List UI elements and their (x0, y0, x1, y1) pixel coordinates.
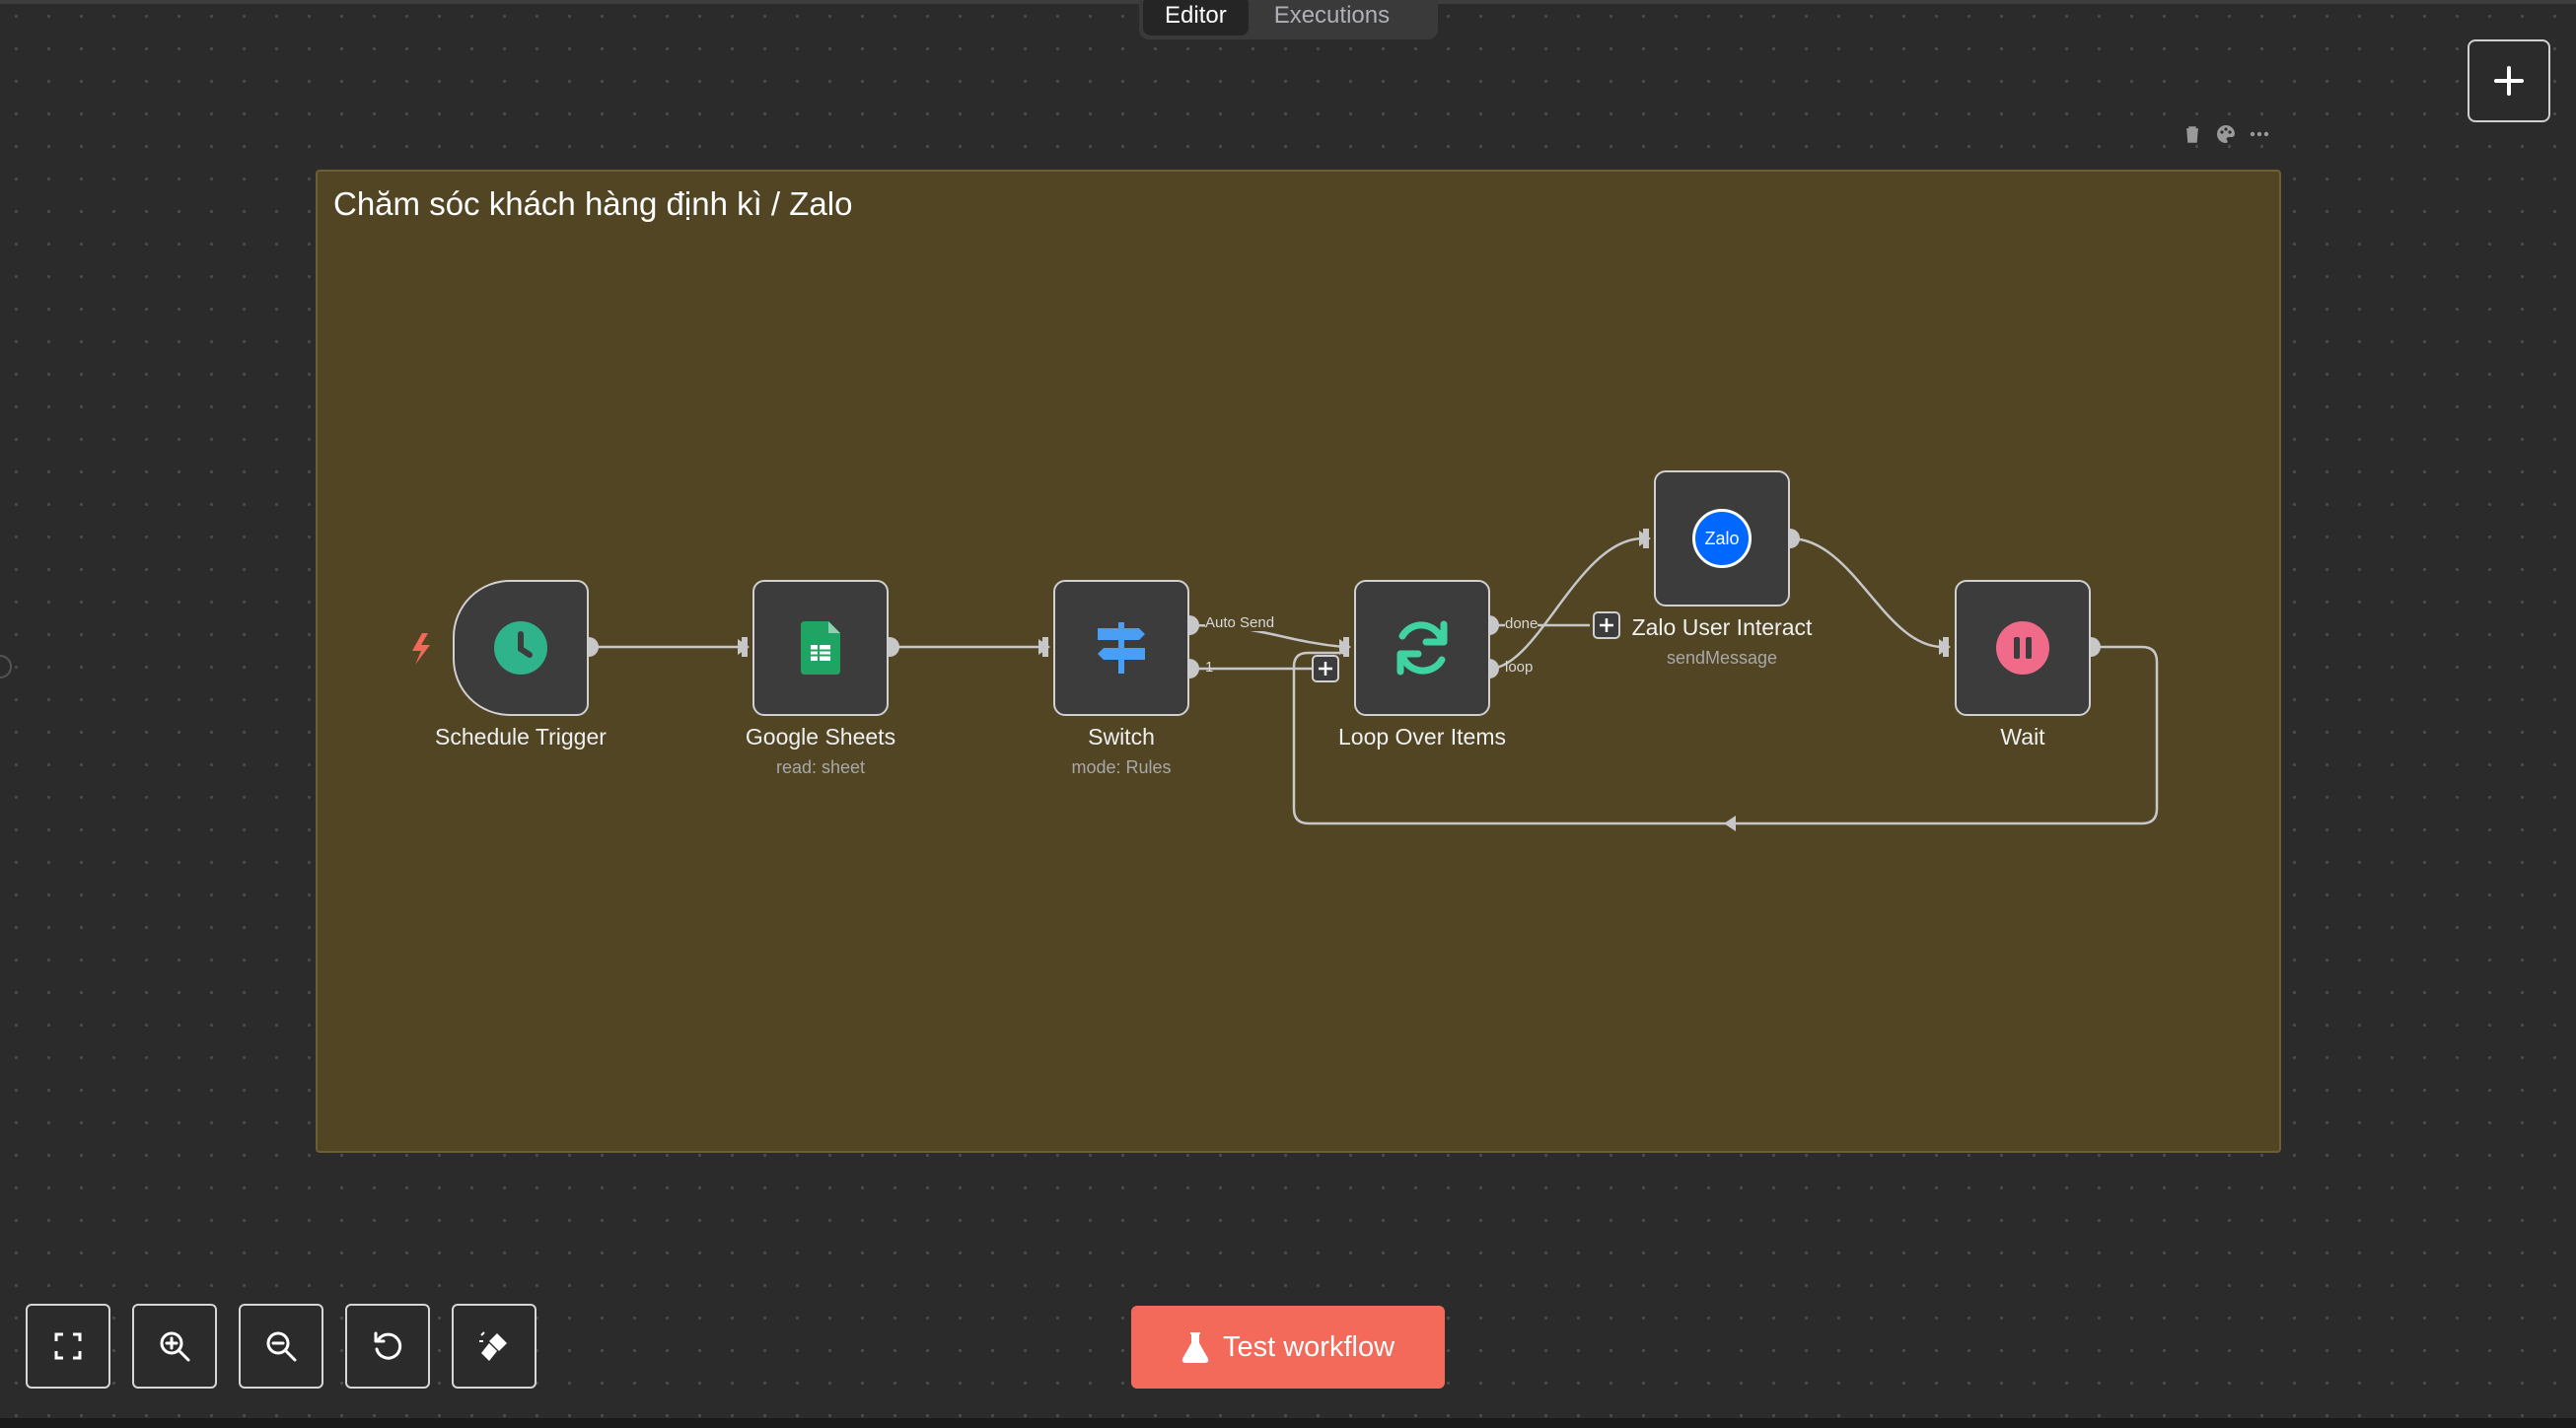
view-tabs: Editor Executions (1139, 0, 1438, 39)
bottom-edge (0, 1418, 2576, 1428)
tidy-up-icon (479, 1331, 507, 1361)
zoom-out-icon (266, 1331, 297, 1362)
node-label-schedule: Schedule Trigger (435, 724, 607, 750)
tab-executions[interactable]: Executions (1273, 2, 1391, 29)
connection-zalo-wait (1789, 536, 1944, 649)
sticky-toolbar (2182, 122, 2270, 146)
zoom-in-icon (160, 1331, 190, 1362)
zoom-in-button[interactable] (132, 1304, 217, 1389)
add-after-switch-1[interactable] (1312, 655, 1339, 682)
add-node-button[interactable] (2468, 39, 2550, 122)
tidy-up-button[interactable] (452, 1304, 537, 1389)
plus-icon (2494, 66, 2524, 96)
signpost-icon (1098, 622, 1145, 674)
fit-view-icon (54, 1332, 82, 1360)
node-label-wait: Wait (2000, 724, 2045, 750)
sticky-note[interactable]: Chăm sóc khách hàng định kì / Zalo (316, 170, 2281, 1153)
node-loop-over-items[interactable] (1354, 580, 1490, 716)
test-workflow-button[interactable]: Test workflow (1131, 1306, 1445, 1389)
node-label-sheets: Google Sheets (745, 724, 896, 750)
connection-loop-zalo (1488, 536, 1644, 671)
handle-label-auto-send: Auto Send (1205, 614, 1275, 631)
clock-icon (494, 621, 547, 675)
zalo-icon-text: Zalo (1704, 528, 1740, 548)
google-sheets-icon (801, 621, 840, 675)
trash-icon[interactable] (2182, 122, 2203, 146)
node-subtitle-switch: mode: Rules (1071, 757, 1172, 777)
sticky-title: Chăm sóc khách hàng định kì / Zalo (333, 185, 853, 222)
refresh-icon (1396, 620, 1448, 676)
add-after-loop-done[interactable] (1593, 611, 1620, 639)
node-zalo-user-interact[interactable]: Zalo (1654, 470, 1790, 607)
handle-label-done: done (1505, 615, 1538, 632)
pause-icon (1996, 621, 2049, 675)
node-google-sheets[interactable] (752, 580, 889, 716)
node-schedule-trigger[interactable] (453, 580, 589, 716)
trigger-bolt-icon (412, 633, 430, 665)
node-label-zalo: Zalo User Interact (1631, 614, 1813, 640)
zoom-out-button[interactable] (239, 1304, 323, 1389)
reset-zoom-button[interactable] (345, 1304, 430, 1389)
ellipsis-icon[interactable] (2249, 122, 2270, 146)
fit-view-button[interactable] (26, 1304, 110, 1389)
node-wait[interactable] (1955, 580, 2091, 716)
zalo-icon: Zalo (1692, 509, 1752, 568)
tab-editor[interactable]: Editor (1143, 0, 1249, 36)
reset-zoom-icon (374, 1331, 402, 1360)
test-workflow-label: Test workflow (1222, 1330, 1395, 1363)
handle-label-1: 1 (1205, 659, 1214, 676)
node-subtitle-sheets: read: sheet (775, 757, 866, 777)
node-label-loop: Loop Over Items (1337, 724, 1507, 750)
flask-icon (1181, 1332, 1209, 1363)
handle-label-loop: loop (1505, 659, 1534, 676)
node-label-switch: Switch (1088, 724, 1155, 750)
node-subtitle-zalo: sendMessage (1666, 648, 1778, 668)
palette-icon[interactable] (2215, 122, 2237, 146)
node-switch[interactable] (1053, 580, 1189, 716)
